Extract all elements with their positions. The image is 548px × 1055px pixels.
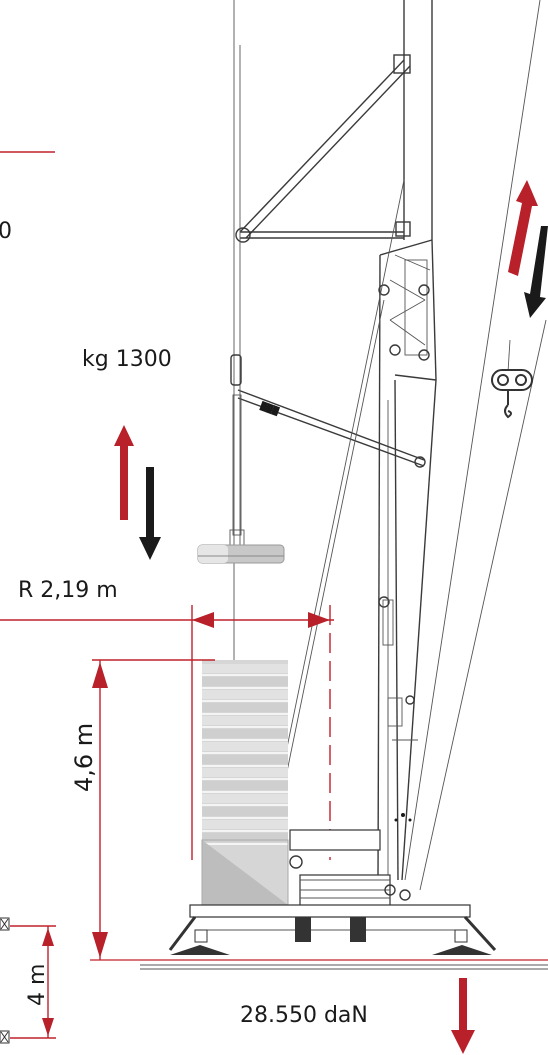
counterweight-slab <box>202 677 288 686</box>
load-weight-label: kg 1300 <box>82 347 172 372</box>
down-arrow-black <box>139 467 161 560</box>
counterweight-slab <box>202 690 288 699</box>
up-arrow-red <box>508 180 538 276</box>
counterweight-slab <box>202 820 288 829</box>
ground-load-label: 28.550 daN <box>240 1003 368 1028</box>
radius-label: R 2,19 m <box>18 578 118 603</box>
outrigger-pad-icon <box>170 929 492 955</box>
down-arrow-red <box>451 978 475 1054</box>
counterweight-slab <box>202 794 288 803</box>
counterweight-slab <box>202 664 288 673</box>
counterweight-stack <box>201 660 289 906</box>
outrigger-spacing-dim <box>0 917 56 1044</box>
a-frame-jib: ███ <box>235 59 426 468</box>
right-arrows <box>508 180 548 318</box>
outrigger-spacing-label: 4 m <box>25 964 50 1006</box>
height-label: 4,6 m <box>70 723 98 792</box>
counterweight-slab <box>202 833 288 842</box>
counterweight-slab <box>202 768 288 777</box>
fragment-left-text: 0 <box>0 219 12 244</box>
counterweight-slab <box>202 755 288 764</box>
counterweight-slab <box>202 729 288 738</box>
counterweight-slab <box>202 703 288 712</box>
main-mast <box>377 0 437 881</box>
crane-base <box>168 829 497 952</box>
down-arrow-black <box>524 226 548 318</box>
counterweight-slab <box>202 807 288 816</box>
left-arrows <box>114 425 161 560</box>
counterweight-slab <box>202 781 288 790</box>
hook-block-icon <box>491 339 533 419</box>
counterweight-slab <box>202 716 288 725</box>
counterweight-slab <box>202 742 288 751</box>
up-arrow-red <box>114 425 134 520</box>
